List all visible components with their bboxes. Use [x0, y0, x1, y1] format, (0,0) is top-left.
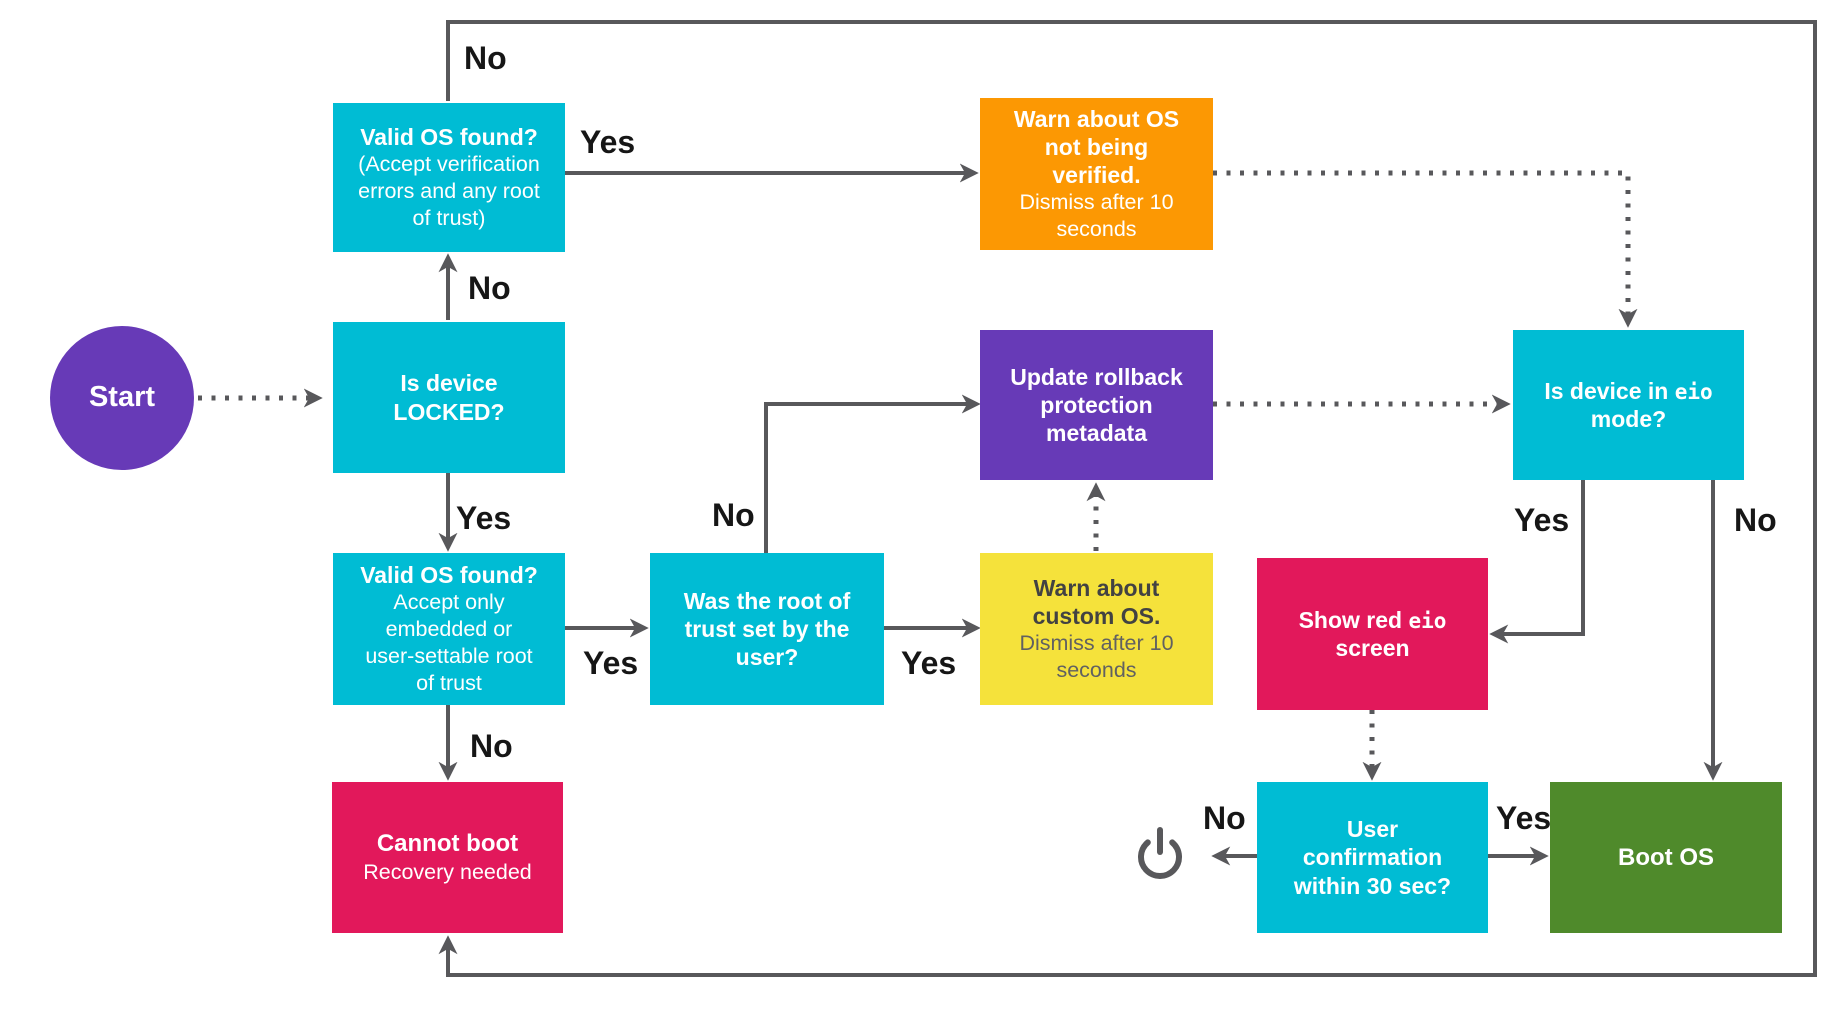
- edge-label-yes-eio: Yes: [1514, 502, 1570, 538]
- edge-label-no-validmid: No: [470, 728, 513, 764]
- node-title: User confirmation within 30 sec?: [1293, 816, 1452, 899]
- title-text: Is device in: [1544, 377, 1675, 404]
- edge-label-yes-validmid: Yes: [583, 645, 639, 681]
- node-title: Warn about custom OS.: [1032, 575, 1161, 630]
- node-root-of-trust: Was the root of trust set by the user?: [650, 553, 884, 705]
- edge-label-yes-validtop: Yes: [580, 124, 636, 160]
- node-user-confirmation: User confirmation within 30 sec?: [1257, 782, 1488, 933]
- node-warn-unverified: Warn about OS not being verified. Dismis…: [980, 98, 1213, 250]
- node-subtitle: Recovery needed: [363, 859, 532, 884]
- title-text: Show red: [1298, 606, 1409, 633]
- edge-label-yes-confirm: Yes: [1496, 800, 1552, 836]
- node-subtitle: Accept only embedded or user-settable ro…: [365, 590, 533, 695]
- node-title: Valid OS found?: [360, 124, 538, 151]
- node-warn-custom: Warn about custom OS. Dismiss after 10 s…: [980, 553, 1213, 705]
- node-title: Boot OS: [1618, 843, 1714, 871]
- node-valid-os-top: Valid OS found? (Accept verification err…: [333, 103, 565, 252]
- node-title: Show red eio screen: [1299, 606, 1447, 663]
- node-eio-mode: Is device in eio mode?: [1513, 330, 1744, 480]
- node-subtitle: (Accept verification errors and any root…: [358, 152, 540, 230]
- node-title: Is device LOCKED?: [393, 370, 505, 425]
- power-icon: [1138, 827, 1182, 879]
- node-update-rollback: Update rollback protection metadata: [980, 330, 1213, 480]
- edge-label-no-eio: No: [1734, 502, 1777, 538]
- edge-eio-yes: [1489, 480, 1585, 644]
- edge-root-no: [764, 394, 981, 553]
- edge-label-no-root: No: [712, 497, 755, 533]
- title-text: mode?: [1590, 406, 1667, 433]
- node-title: Was the root of trust set by the user?: [683, 587, 851, 671]
- node-valid-os-mid: Valid OS found? Accept only embedded or …: [333, 553, 565, 705]
- node-red-eio-screen: Show red eio screen: [1257, 558, 1488, 710]
- title-text: screen: [1335, 635, 1410, 662]
- edge-label-yes-locked: Yes: [456, 500, 512, 536]
- node-boot-os: Boot OS: [1550, 782, 1782, 933]
- edge-warn-to-eio: [1213, 170, 1638, 328]
- node-start-label: Start: [88, 381, 156, 414]
- edge-no-outer-loop: [438, 20, 1817, 977]
- node-title: Warn about OS not being verified.: [1013, 106, 1180, 189]
- node-title: Is device in eio mode?: [1544, 377, 1712, 434]
- node-cannot-boot: Cannot boot Recovery needed: [332, 782, 563, 933]
- node-title: Valid OS found?: [360, 562, 538, 589]
- node-title: Update rollback protection metadata: [1010, 363, 1183, 447]
- title-mono-eio: eio: [1674, 379, 1713, 404]
- node-start: Start: [50, 326, 194, 470]
- title-mono-eio: eio: [1408, 608, 1447, 633]
- node-device-locked: Is device LOCKED?: [333, 322, 565, 473]
- edge-label-yes-root: Yes: [901, 645, 957, 681]
- edge-label-no-locked: No: [468, 270, 511, 306]
- edge-label-no-confirm: No: [1203, 800, 1246, 836]
- node-subtitle: Dismiss after 10 seconds: [1019, 631, 1174, 683]
- node-subtitle: Dismiss after 10 seconds: [1019, 190, 1174, 242]
- node-title: Cannot boot: [376, 830, 519, 858]
- edge-label-no-outer: No: [464, 40, 507, 76]
